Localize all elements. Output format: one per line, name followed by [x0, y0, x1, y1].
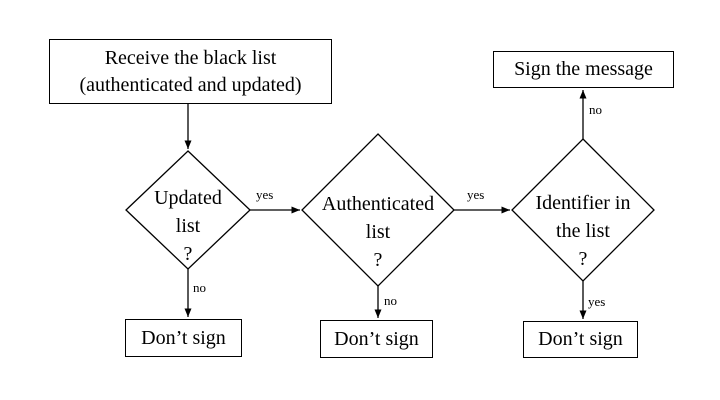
updated-list-decision-label: Updated list ? — [154, 187, 222, 265]
dont-sign-node-3: Don’t sign — [523, 321, 638, 358]
edge-label-authenticated-yes: yes — [467, 187, 485, 202]
receive-blacklist-node: Receive the black list (authenticated an… — [49, 39, 332, 104]
identifier-in-list-decision-label: Identifier in the list ? — [535, 192, 631, 270]
edge-label-identifier-yes: yes — [588, 294, 606, 309]
dont-sign-node-1: Don’t sign — [125, 319, 242, 357]
sign-message-node: Sign the message — [493, 51, 674, 88]
edge-label-authenticated-no: no — [384, 293, 397, 308]
edge-label-identifier-no: no — [589, 102, 602, 117]
authenticated-list-decision-label: Authenticated list ? — [321, 193, 435, 271]
dont-sign-node-2: Don’t sign — [320, 320, 433, 358]
edge-label-updated-yes: yes — [256, 187, 274, 202]
edge-label-updated-no: no — [193, 280, 206, 295]
